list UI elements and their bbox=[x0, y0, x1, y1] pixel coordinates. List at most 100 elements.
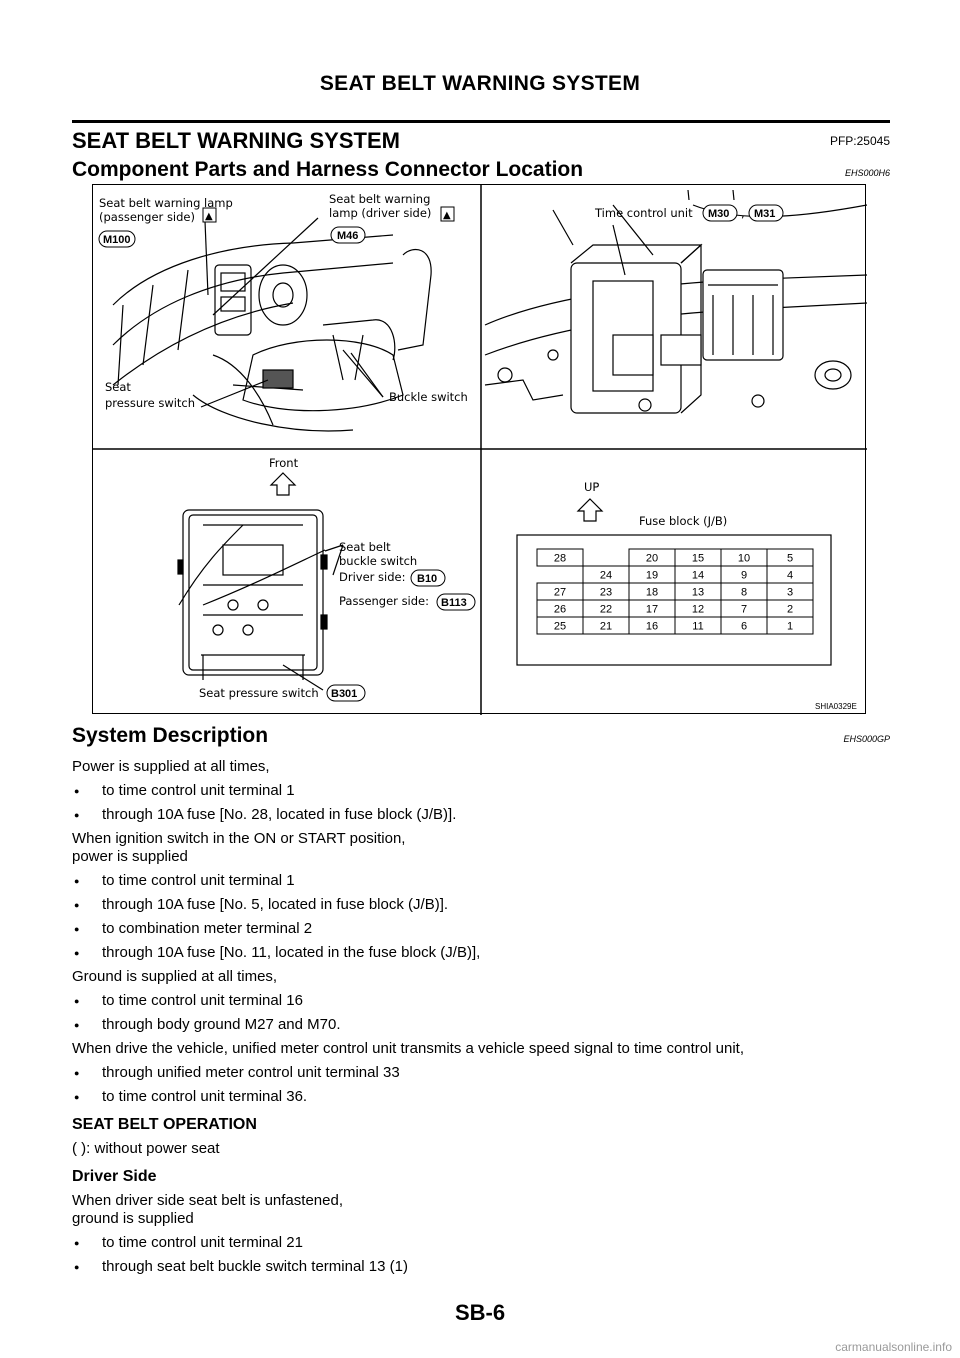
list-item: to time control unit terminal 1 bbox=[72, 872, 892, 890]
fig-label-fuse-block: Fuse block (J/B) bbox=[639, 514, 727, 528]
page-number: SB-6 bbox=[454, 1300, 506, 1325]
fig-label-lamp-driver-2: lamp (driver side) bbox=[329, 206, 431, 220]
fig-label-up: UP bbox=[584, 480, 599, 494]
fuse-number: 23 bbox=[600, 587, 612, 599]
list-item: through 10A fuse [No. 28, located in fus… bbox=[72, 806, 892, 824]
paragraph: When driver side seat belt is unfastened… bbox=[72, 1192, 343, 1209]
warning-lamp-icon bbox=[440, 206, 455, 222]
paragraph: When drive the vehicle, unified meter co… bbox=[72, 1040, 744, 1057]
connector-b113: B113 bbox=[441, 597, 467, 609]
fuse-number: 15 bbox=[692, 553, 704, 565]
subheading: Driver Side bbox=[72, 1168, 157, 1185]
paragraph: ground is supplied bbox=[72, 1210, 194, 1227]
list-item: to time control unit terminal 1 bbox=[72, 782, 892, 800]
fuse-number: 22 bbox=[600, 604, 612, 616]
fig-label-lamp-driver-1: Seat belt warning bbox=[329, 192, 430, 206]
fuse-number: 24 bbox=[600, 570, 612, 582]
connector-m100: M100 bbox=[103, 234, 131, 246]
fuse-number: 26 bbox=[554, 604, 566, 616]
paragraph: power is supplied bbox=[72, 848, 188, 865]
fuse-number: 25 bbox=[554, 621, 566, 633]
fuse-number: 3 bbox=[787, 587, 793, 599]
fuse-number: 11 bbox=[692, 621, 703, 633]
component-code: EHS000H6 bbox=[844, 168, 890, 178]
fuse-number: 7 bbox=[741, 604, 747, 616]
fuse-cell bbox=[536, 548, 584, 567]
fuse-number: 14 bbox=[692, 570, 704, 582]
fuse-number: 16 bbox=[646, 621, 658, 633]
list-item: through body ground M27 and M70. bbox=[72, 1016, 892, 1034]
paragraph: Power is supplied at all times, bbox=[72, 758, 270, 775]
fig-label-seat-pressure-1: Seat bbox=[105, 380, 131, 394]
paragraph: When ignition switch in the ON or START … bbox=[72, 830, 406, 847]
system-description-title: System Description bbox=[72, 724, 269, 747]
subheading: SEAT BELT OPERATION bbox=[72, 1116, 257, 1133]
fig-label-buckle-switch: Buckle switch bbox=[389, 390, 468, 404]
fuse-block-outline bbox=[516, 534, 832, 666]
pfp-code: PFP:25045 bbox=[829, 134, 890, 148]
fuse-number: 5 bbox=[787, 553, 793, 565]
fuse-number: 20 bbox=[646, 553, 658, 565]
list-item: through seat belt buckle switch terminal… bbox=[72, 1258, 892, 1276]
up-arrow-icon bbox=[576, 498, 604, 522]
list-item: to time control unit terminal 21 bbox=[72, 1234, 892, 1252]
fig-label-comma: , bbox=[741, 206, 745, 220]
component-location-figure: Seat belt warning lamp (passenger side) … bbox=[92, 184, 867, 715]
list-item: to time control unit terminal 16 bbox=[72, 992, 892, 1010]
fuse-cell bbox=[766, 616, 814, 635]
component-title: Component Parts and Harness Connector Lo… bbox=[72, 158, 584, 181]
warning-lamp-icon bbox=[202, 207, 217, 223]
fig-label-seat-belt-1: Seat belt bbox=[339, 540, 391, 554]
fig-label-front: Front bbox=[269, 456, 299, 470]
system-description-code: EHS000GP bbox=[843, 734, 890, 744]
time-control-unit-illustration bbox=[484, 189, 867, 414]
section-title: SEAT BELT WARNING SYSTEM bbox=[72, 128, 400, 153]
fig-label-driver-side: Driver side: bbox=[339, 570, 405, 584]
connector-b301: B301 bbox=[331, 688, 357, 700]
fuse-number: 4 bbox=[787, 570, 793, 582]
seatbelt-symbol-icon: ▲ bbox=[443, 210, 451, 221]
fuse-number: 19 bbox=[646, 570, 658, 582]
list-item: through 10A fuse [No. 11, located in the… bbox=[72, 944, 892, 962]
fuse-number: 8 bbox=[741, 587, 747, 599]
connector-m31: M31 bbox=[754, 208, 775, 220]
fig-label-seat-belt-2: buckle switch bbox=[339, 554, 417, 568]
fig-label-seat-pressure-switch: Seat pressure switch bbox=[199, 686, 319, 700]
fuse-number: 1 bbox=[787, 621, 793, 633]
interior-illustration bbox=[112, 217, 432, 432]
front-arrow-icon bbox=[269, 472, 297, 496]
fuse-number: 27 bbox=[554, 587, 566, 599]
seatbelt-symbol-icon: ▲ bbox=[205, 211, 213, 222]
list-item: to combination meter terminal 2 bbox=[72, 920, 892, 938]
fuse-number: 9 bbox=[741, 570, 747, 582]
running-header: SEAT BELT WARNING SYSTEM bbox=[319, 72, 641, 95]
note: ( ): without power seat bbox=[72, 1140, 220, 1157]
system-description-body: Power is supplied at all times, to time … bbox=[72, 758, 892, 1276]
connector-m30: M30 bbox=[708, 208, 729, 220]
fuse-number: 2 bbox=[787, 604, 793, 616]
fuse-block-grid: 28 20 15 10 5 24 19 14 9 4 27 23 18 13 8 3 26 22 17 12 7 2 25 2… bbox=[536, 548, 814, 635]
watermark: carmanualsonline.info bbox=[835, 1340, 952, 1354]
connector-m46: M46 bbox=[337, 230, 358, 242]
fuse-number: 21 bbox=[600, 621, 612, 633]
fuse-number: 12 bbox=[692, 604, 704, 616]
fuse-number: 17 bbox=[646, 604, 658, 616]
seat-frame-illustration bbox=[177, 509, 344, 691]
list-item: through unified meter control unit termi… bbox=[72, 1064, 892, 1082]
fuse-number: 13 bbox=[692, 587, 704, 599]
connector-b10: B10 bbox=[417, 573, 437, 585]
fig-label-time-control-unit: Time control unit bbox=[594, 206, 693, 220]
fuse-number: 10 bbox=[738, 553, 750, 565]
fuse-number: 6 bbox=[741, 621, 747, 633]
fig-label-seat-pressure-2: pressure switch bbox=[105, 396, 195, 410]
fig-label-passenger-side: Passenger side: bbox=[339, 594, 429, 608]
fuse-number: 18 bbox=[646, 587, 658, 599]
list-item: through 10A fuse [No. 5, located in fuse… bbox=[72, 896, 892, 914]
fig-label-lamp-passenger-1: Seat belt warning lamp bbox=[99, 196, 233, 210]
fig-label-lamp-passenger-2: (passenger side) bbox=[99, 210, 195, 224]
list-item: to time control unit terminal 36. bbox=[72, 1088, 892, 1106]
figure-id: SHIA0329E bbox=[815, 702, 857, 711]
fuse-number: 28 bbox=[554, 553, 566, 565]
header-rule bbox=[72, 120, 890, 123]
paragraph: Ground is supplied at all times, bbox=[72, 968, 278, 985]
